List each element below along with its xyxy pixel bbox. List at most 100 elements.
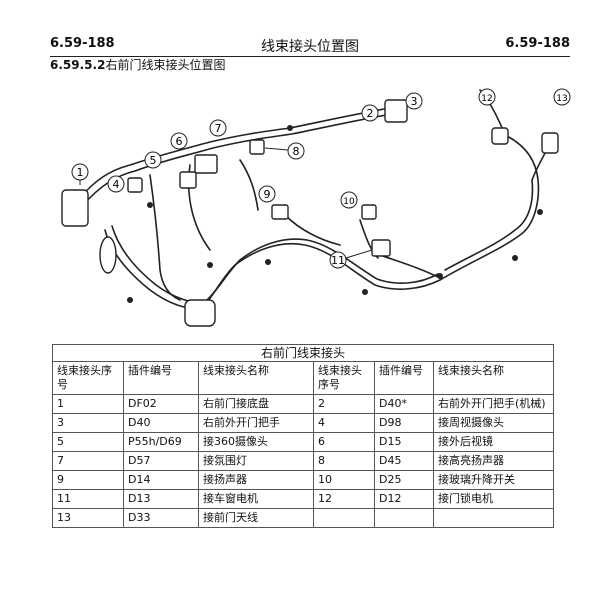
harness-branch-11 <box>379 254 441 279</box>
grommet <box>99 236 117 274</box>
callout-label: 2 <box>367 107 374 120</box>
cell: 接外后视镜 <box>433 432 554 452</box>
page-title: 线束接头位置图 <box>261 39 359 55</box>
cell: 接前门天线 <box>198 508 314 528</box>
cell: 接氛围灯 <box>198 451 314 471</box>
col-header: 线束接头序号 <box>313 361 375 395</box>
cell: D45 <box>374 451 434 471</box>
harness-branch-9 <box>284 214 341 246</box>
cell <box>433 508 554 528</box>
connector-9 <box>271 204 289 220</box>
cell: 11 <box>52 489 124 509</box>
callout-label: 4 <box>113 178 120 191</box>
connector-1 <box>61 189 89 227</box>
col-header: 线束接头名称 <box>433 361 554 395</box>
connector-5 <box>179 171 197 189</box>
cell: D25 <box>374 470 434 490</box>
harness-right <box>439 134 540 281</box>
cell: D14 <box>123 470 199 490</box>
harness-main-top-2 <box>81 113 393 207</box>
cell: 接周视摄像头 <box>433 413 554 433</box>
col-header: 插件编号 <box>374 361 434 395</box>
callout-label: 1 <box>77 166 84 179</box>
cell: 9 <box>52 470 124 490</box>
cell: 4 <box>313 413 375 433</box>
connector-2 <box>384 99 408 123</box>
page-number-right: 6.59-188 <box>505 36 570 51</box>
cell: 右前外开门把手(机械) <box>433 394 554 414</box>
callout-6: 6 <box>170 132 188 150</box>
clip-dot <box>147 202 153 208</box>
table-header-row: 线束接头序号 插件编号 线束接头名称 线束接头序号 插件编号 线束接头名称 <box>52 361 554 395</box>
cell: 接玻璃升降开关 <box>433 470 554 490</box>
cell: 接扬声器 <box>198 470 314 490</box>
callout-4: 4 <box>107 175 125 193</box>
cell: 6 <box>313 432 375 452</box>
clip-dot <box>127 297 133 303</box>
callout-10: 10 <box>340 191 358 209</box>
callout-label: 11 <box>331 254 345 267</box>
cell: 右前外开门把手 <box>198 413 314 433</box>
cell: 接车窗电机 <box>198 489 314 509</box>
callout-5: 5 <box>144 151 162 169</box>
cell: P55h/D69 <box>123 432 199 452</box>
cell <box>313 508 375 528</box>
section-number: 6.59.5.2 <box>50 58 106 72</box>
connector-12 <box>491 127 509 145</box>
cell: 1 <box>52 394 124 414</box>
cell: D12 <box>374 489 434 509</box>
callout-2: 2 <box>361 104 379 122</box>
clip-dot <box>287 125 293 131</box>
page-header: 6.59-188 线束接头位置图 6.59-188 <box>50 34 570 57</box>
clip-dot <box>437 273 443 279</box>
callout-label: 9 <box>264 188 271 201</box>
clip-block <box>184 299 216 327</box>
callout-label: 3 <box>411 95 418 108</box>
clip-dot <box>537 209 543 215</box>
harness-right-2 <box>444 179 534 271</box>
harness-main-top <box>77 107 391 201</box>
callout-label: 10 <box>343 197 355 207</box>
callout-label: 7 <box>215 122 222 135</box>
connector-4 <box>127 177 143 193</box>
harness-lower-mid <box>199 242 441 311</box>
cell: 接门锁电机 <box>433 489 554 509</box>
cell <box>374 508 434 528</box>
cell: D40 <box>123 413 199 433</box>
callout-11: 11 <box>329 249 373 269</box>
callout-1: 1 <box>71 163 89 185</box>
callout-label: 8 <box>293 145 300 158</box>
cell: 右前门接底盘 <box>198 394 314 414</box>
cell: D40* <box>374 394 434 414</box>
callout-3: 3 <box>405 92 423 110</box>
connector-6 <box>194 154 218 174</box>
col-header: 线束接头序号 <box>52 361 124 395</box>
callout-label: 12 <box>481 94 492 104</box>
cell: 3 <box>52 413 124 433</box>
col-header: 插件编号 <box>123 361 199 395</box>
connector-11 <box>371 239 391 257</box>
callout-13: 13 <box>553 88 571 106</box>
callout-label: 6 <box>176 135 183 148</box>
cell: 10 <box>313 470 375 490</box>
cell: 12 <box>313 489 375 509</box>
connector-8 <box>249 139 265 155</box>
section-title: 右前门线束接头位置图 <box>105 58 226 72</box>
cell: DF02 <box>123 394 199 414</box>
cell: D15 <box>374 432 434 452</box>
connector-10 <box>361 204 377 220</box>
harness-branch-7 <box>239 159 259 211</box>
cell: 接高亮扬声器 <box>433 451 554 471</box>
connector-table: 右前门线束接头 线束接头序号 插件编号 线束接头名称 线束接头序号 插件编号 线… <box>52 344 554 528</box>
cell: 8 <box>313 451 375 471</box>
cell: 13 <box>52 508 124 528</box>
harness-branch-5 <box>149 174 181 301</box>
cell: 7 <box>52 451 124 471</box>
cell: D13 <box>123 489 199 509</box>
